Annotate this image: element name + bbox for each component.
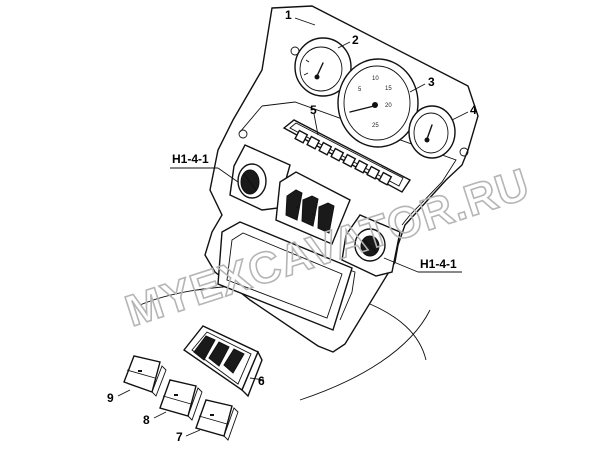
tick-label: 5: [358, 87, 362, 93]
callout-7: 7: [176, 430, 183, 444]
right-rotary-knob: [341, 214, 401, 277]
callout-3: 3: [428, 75, 435, 89]
callout-2: 2: [352, 33, 359, 47]
left-rotary-knob: [229, 144, 291, 211]
switch-block-6: [182, 325, 263, 398]
callout-ref-left: H1-4-1: [172, 152, 209, 166]
lower-recess: [217, 221, 353, 331]
leader-lines: [117, 17, 469, 437]
indicator-lamps: [294, 129, 393, 186]
callout-4: 4: [470, 103, 477, 117]
gauge-right: [238, 46, 469, 159]
callouts: 1 2 3 4 5 6 7 8 9 H1-4-1 H1-4-1: [107, 8, 477, 444]
rocker-switch-7: [195, 399, 239, 441]
rocker-switch-9: [123, 355, 167, 397]
tick-label: 20: [385, 103, 392, 109]
tick-label: 25: [372, 123, 379, 129]
tachometer: 10 15 20 25 5: [337, 58, 419, 148]
callout-6: 6: [258, 374, 265, 388]
callout-5: 5: [310, 103, 317, 117]
tick-label: 10: [372, 76, 379, 82]
tick-label: 15: [385, 86, 392, 92]
callout-9: 9: [107, 391, 114, 405]
callout-1: 1: [285, 8, 292, 22]
rocker-switch-8: [159, 379, 203, 421]
callout-8: 8: [143, 413, 150, 427]
panel-rocker-block: [275, 171, 351, 245]
indicator-strip: [282, 119, 412, 193]
gauge-left: [294, 37, 352, 97]
callout-ref-right: H1-4-1: [420, 257, 457, 271]
